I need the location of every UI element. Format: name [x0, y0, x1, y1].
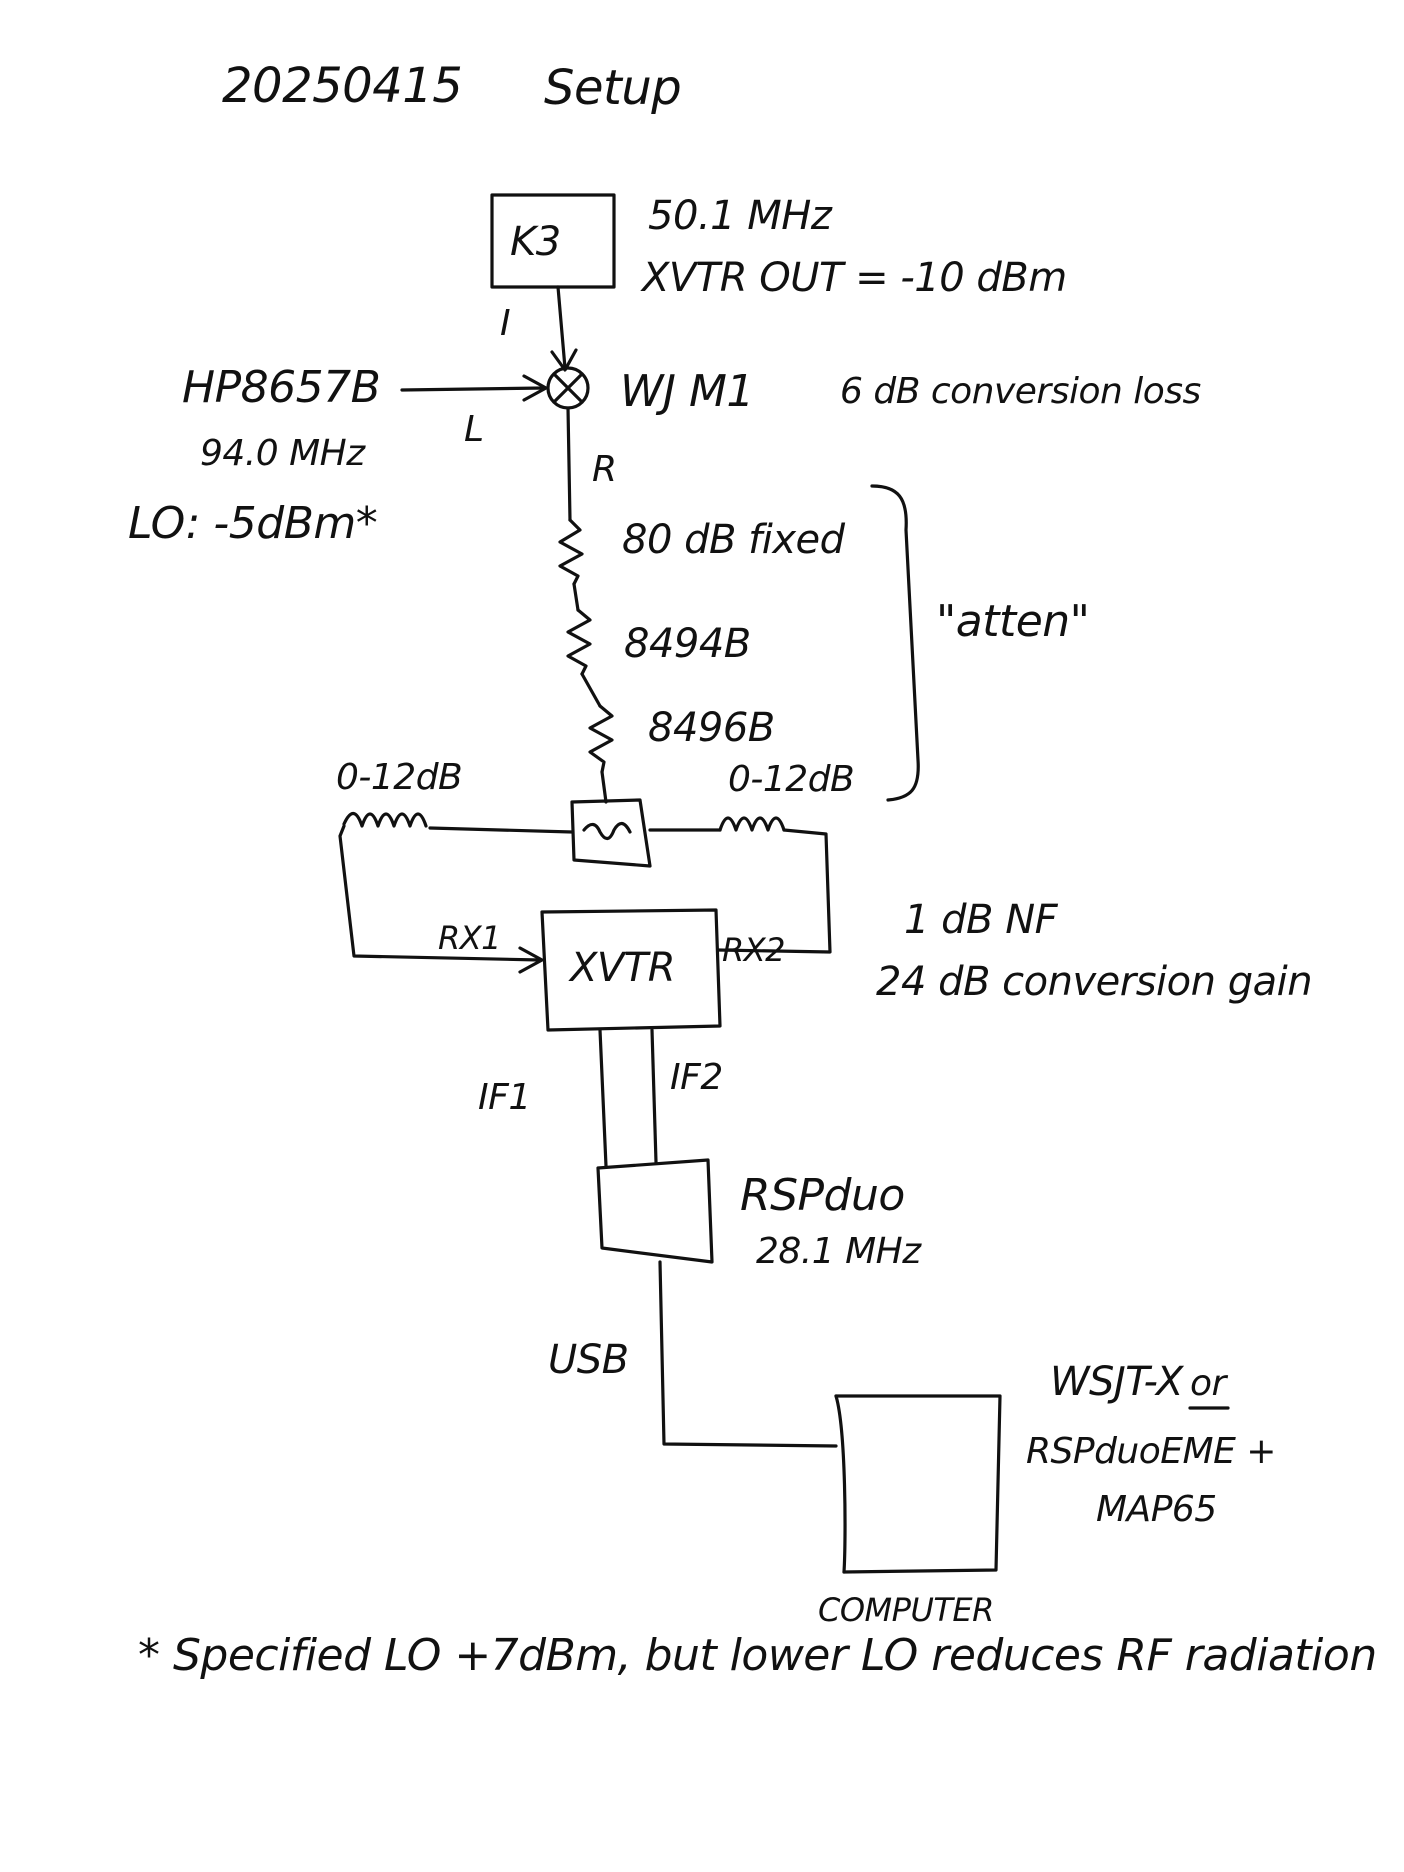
- software-map65: MAP65: [1096, 1489, 1217, 1530]
- software-wsjtx: WSJT-X: [1050, 1359, 1183, 1405]
- if1-label: IF1: [478, 1077, 531, 1118]
- k3-xvtr-out: XVTR OUT = -10 dBm: [642, 255, 1067, 301]
- rspduo-name: RSPduo: [740, 1170, 905, 1221]
- left-atten-range: 0-12dB: [336, 757, 463, 798]
- mixer-label: WJ M1: [620, 366, 754, 417]
- mixer-port-l: L: [464, 409, 484, 450]
- footnote: * Specified LO +7dBm, but lower LO reduc…: [138, 1630, 1377, 1681]
- atten-fixed-label: 80 dB fixed: [622, 517, 845, 563]
- if1-line: [598, 1028, 608, 1168]
- usb-label: USB: [548, 1337, 629, 1383]
- mixer-port-i: I: [500, 303, 511, 344]
- lo-line: [400, 386, 546, 392]
- atten-8496b-label: 8496B: [648, 705, 775, 751]
- resistor-80db: [558, 518, 584, 586]
- usb-cable: [658, 1260, 838, 1448]
- computer-box: [834, 1394, 1002, 1574]
- k3-arrow-head: [550, 348, 578, 372]
- rspduo-box: [596, 1158, 714, 1264]
- if2-label: IF2: [670, 1057, 723, 1098]
- k3-to-mixer-line: [556, 285, 567, 370]
- k3-box: [490, 193, 616, 289]
- k3-frequency: 50.1 MHz: [648, 193, 832, 239]
- mixer-port-r: R: [592, 449, 617, 490]
- rx1-line: [338, 824, 542, 962]
- generator-frequency: 94.0 MHz: [200, 433, 365, 474]
- software-or: or: [1190, 1363, 1226, 1404]
- left-attenuator: [342, 811, 428, 828]
- right-attenuator: [718, 816, 786, 832]
- atten-bracket: [870, 484, 920, 802]
- if2-line: [650, 1028, 658, 1164]
- xvtr-rx1-label: RX1: [438, 919, 502, 957]
- xvtr-rx2-label: RX2: [722, 931, 786, 969]
- right-atten-range: 0-12dB: [728, 759, 855, 800]
- computer-label: COMPUTER: [818, 1591, 994, 1629]
- splitter-box: [570, 798, 652, 868]
- xvtr-box-label: XVTR: [570, 945, 676, 991]
- generator-model: HP8657B: [182, 362, 381, 413]
- generator-lo-level: LO: -5dBm*: [128, 498, 378, 549]
- k3-box-label: K3: [510, 219, 561, 265]
- xvtr-box: [540, 908, 722, 1032]
- page-title: Setup: [544, 60, 682, 116]
- lo-arrow-head: [522, 374, 548, 402]
- date-label: 20250415: [222, 58, 463, 114]
- mixer-spec: 6 dB conversion loss: [840, 371, 1201, 412]
- software-rspduoeme: RSPduoEME +: [1026, 1431, 1276, 1472]
- atten-8494b-label: 8494B: [624, 621, 751, 667]
- atten-group-label: "atten": [936, 596, 1090, 647]
- rx2-line: [716, 828, 832, 954]
- resistor-8494b: [566, 608, 592, 676]
- rx1-arrow-head: [518, 946, 544, 974]
- rspduo-frequency: 28.1 MHz: [756, 1231, 921, 1272]
- xvtr-noise-figure: 1 dB NF: [904, 897, 1058, 943]
- resistor-8496b: [588, 704, 614, 774]
- mixer-r-line: [566, 406, 572, 522]
- xvtr-conversion-gain: 24 dB conversion gain: [876, 959, 1313, 1005]
